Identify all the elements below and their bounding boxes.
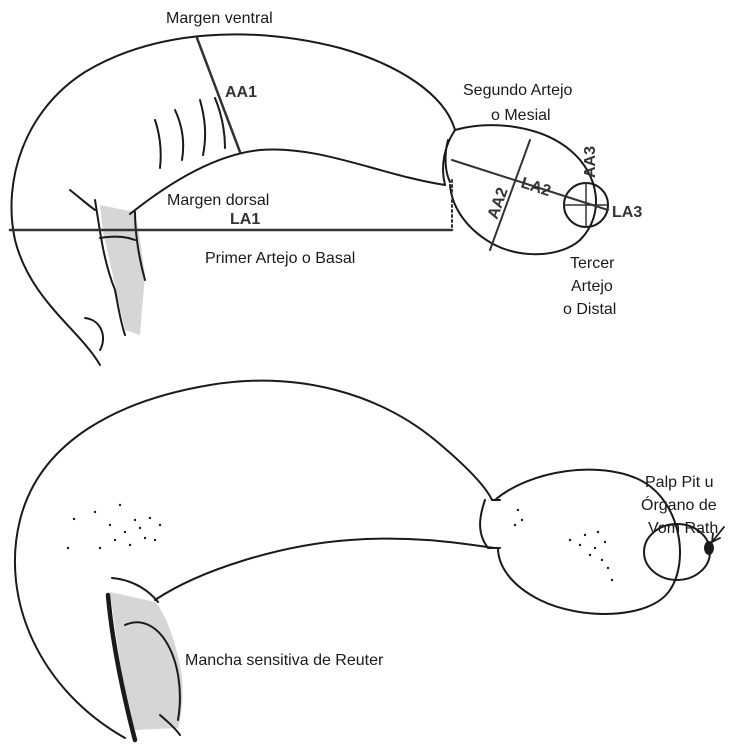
label-aa3: AA3 [582,146,599,178]
label-aa1: AA1 [225,84,257,101]
top-stipple-area [100,205,145,335]
bottom-palp-diagram [15,381,724,740]
dot [134,519,136,521]
bottom-stipple-area [110,592,183,730]
label-tercer-artejo-3: o Distal [563,301,616,318]
dot [579,544,581,546]
dot [594,547,596,549]
label-mancha-sensitiva: Mancha sensitiva de Reuter [185,652,384,669]
bottom-dorsal-margin [155,539,495,600]
top-wrinkle-3 [200,100,205,155]
dot [159,524,161,526]
dot [119,504,121,506]
bottom-mesial-segment-outline [495,470,680,614]
dot [604,541,606,543]
dot [154,539,156,541]
label-la3: LA3 [612,204,642,221]
label-segundo-artejo-1: Segundo Artejo [463,82,573,99]
dot [109,524,111,526]
dot [144,537,146,539]
dot [569,539,571,541]
label-margen-dorsal: Margen dorsal [167,192,269,209]
dot [149,517,151,519]
label-tercer-artejo-2: Artejo [571,278,613,295]
dot [139,527,141,529]
dot [114,539,116,541]
dot [601,559,603,561]
label-margen-ventral: Margen ventral [166,10,273,27]
bottom-labels: Palp Pit u Órgano de Vom Rath Mancha sen… [185,474,718,669]
top-measurement-lines [10,38,608,250]
bottom-reuter-patch [110,592,183,730]
label-tercer-artejo-1: Tercer [570,255,615,272]
dot [517,509,519,511]
dot [124,531,126,533]
bottom-joint [480,500,500,548]
dot [597,531,599,533]
label-palp-pit-3: Vom Rath [648,520,718,537]
dot [99,547,101,549]
label-la1: LA1 [230,211,260,228]
top-labels: Margen ventral AA1 Segundo Artejo o Mesi… [166,10,642,318]
top-wrinkle-5 [70,190,95,210]
dot [521,519,523,521]
label-segundo-artejo-2: o Mesial [491,107,551,124]
label-palp-pit-2: Órgano de [641,495,717,514]
dot [94,511,96,513]
top-joint [443,130,455,185]
top-sensory-patch [100,205,145,335]
dot [73,518,75,520]
label-la2: LA2 [519,175,553,201]
dot [584,534,586,536]
top-wrinkle-1 [155,120,161,168]
dot [607,567,609,569]
top-wrinkle-2 [175,110,183,160]
dot [67,547,69,549]
dot [589,554,591,556]
dot [611,579,613,581]
palp-pit-mark [705,542,713,554]
top-basal-lower-curve [85,318,103,350]
label-primer-artejo: Primer Artejo o Basal [205,250,355,267]
label-palp-pit-1: Palp Pit u [645,474,713,491]
dot [514,524,516,526]
bottom-sensory-dots [67,504,613,581]
dot [129,544,131,546]
bottom-basal-segment-outline [15,381,492,738]
